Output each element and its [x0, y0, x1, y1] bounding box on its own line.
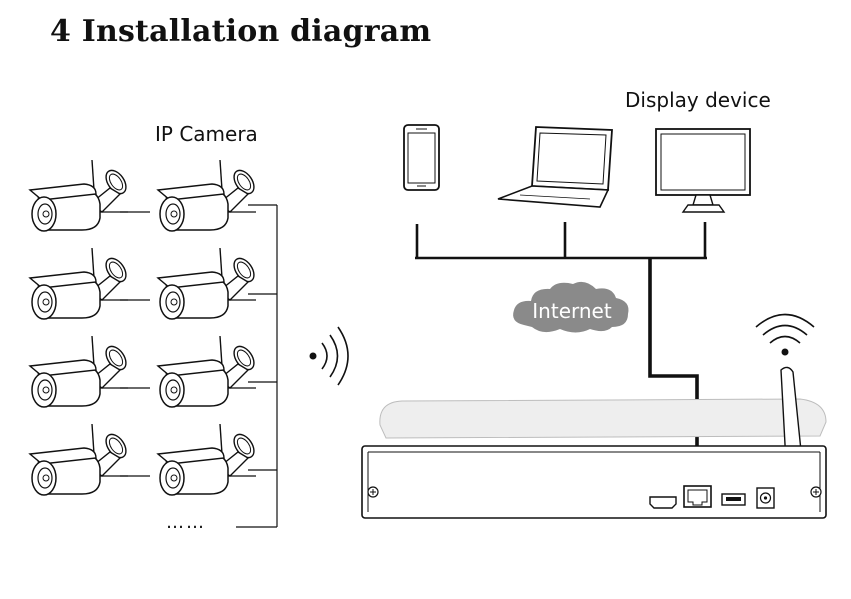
internet-cloud-icon [513, 281, 629, 333]
usb-port-icon [721, 493, 746, 506]
camera-wifi-signal-icon [309, 326, 349, 386]
page-title: 4 Installation diagram [50, 14, 432, 49]
smartphone-icon [403, 124, 440, 191]
ip-camera-6 [157, 335, 259, 408]
camera-group [29, 159, 259, 496]
ip-camera-8 [157, 423, 259, 496]
ip-camera-5 [29, 335, 131, 408]
monitor-icon [655, 128, 751, 213]
ip-camera-7 [29, 423, 131, 496]
ip-camera-3 [29, 247, 131, 320]
camera-wiring [120, 204, 278, 528]
ip-camera-1 [29, 159, 131, 232]
nvr-wifi-signal-icon [755, 313, 815, 356]
internet-label: Internet [532, 299, 612, 323]
ethernet-port-icon [683, 485, 712, 508]
hdmi-port-icon [649, 496, 677, 509]
nvr-top-surface [379, 398, 827, 439]
ip-camera-4 [157, 247, 259, 320]
display-network-bus [415, 222, 707, 260]
laptop-icon [497, 126, 613, 208]
ip-camera-label: IP Camera [155, 122, 258, 146]
ip-camera-2 [157, 159, 259, 232]
more-cameras-ellipsis: …… [166, 512, 206, 533]
display-device-label: Display device [625, 88, 771, 112]
power-port-icon [756, 487, 775, 509]
